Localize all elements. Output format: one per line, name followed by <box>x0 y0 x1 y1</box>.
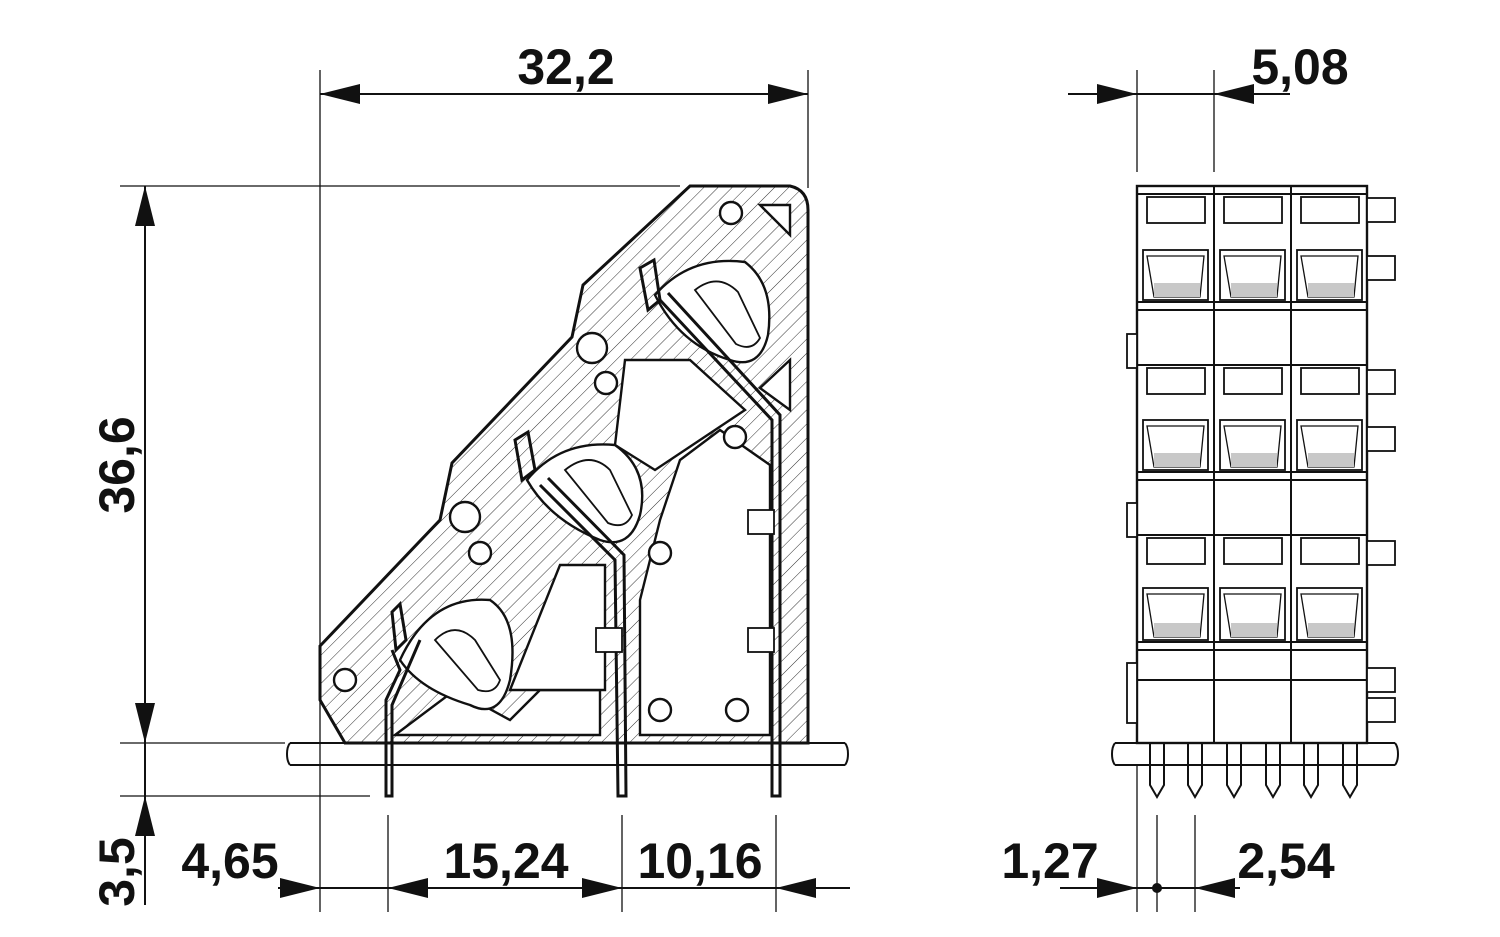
pcb-outline <box>286 742 849 766</box>
contact-face <box>1231 453 1277 467</box>
hole <box>448 500 482 534</box>
latch <box>1366 255 1396 281</box>
latch <box>1366 369 1396 395</box>
dim-label-side-offset: 1,27 <box>1001 833 1098 889</box>
side-view: 32,2 36,6 3,5 4,65 15,24 10,16 <box>89 39 850 912</box>
release-slot <box>1223 367 1283 395</box>
cavity-right-lower <box>638 428 772 737</box>
terminal-row-3 <box>1142 537 1363 641</box>
contact-tab-3 <box>595 627 623 653</box>
arrow-chain-4 <box>776 878 816 898</box>
release-slot <box>1146 367 1206 395</box>
latch <box>1366 197 1396 223</box>
arrow-pin-length <box>135 796 155 836</box>
latch <box>1126 502 1138 538</box>
pin <box>1149 743 1165 799</box>
contact-face <box>1231 623 1277 637</box>
arrow-width-left <box>320 84 360 104</box>
dim-label-first-pin-offset: 4,65 <box>181 833 278 889</box>
hole <box>575 331 609 365</box>
notch-top <box>757 203 792 238</box>
pin <box>1187 743 1203 799</box>
hole <box>593 370 619 396</box>
housing-holes <box>332 200 750 723</box>
contact-face <box>1154 453 1200 467</box>
pin <box>1265 743 1281 799</box>
arrow-chain-1 <box>280 878 320 898</box>
latch <box>1126 662 1138 724</box>
hole <box>467 540 493 566</box>
solder-pins <box>1149 743 1358 799</box>
hole <box>718 200 744 226</box>
release-clip-2 <box>513 429 537 483</box>
dim-label-overall-width: 32,2 <box>517 39 614 95</box>
dim-label-pitch: 5,08 <box>1251 39 1348 95</box>
conductor-bar-1 <box>384 639 422 798</box>
pin <box>1303 743 1319 799</box>
terminal-row-1 <box>1142 196 1363 301</box>
side-latches <box>1126 197 1396 724</box>
contact-face <box>1308 453 1354 467</box>
release-slot <box>1300 367 1360 395</box>
arrow-side-right <box>1195 878 1235 898</box>
pin <box>1342 743 1358 799</box>
release-slot <box>1146 196 1206 224</box>
contact-face <box>1154 623 1200 637</box>
dim-dot <box>1152 883 1162 893</box>
contact-face <box>1308 623 1354 637</box>
hole <box>722 424 748 450</box>
arrow-chain-2 <box>388 878 428 898</box>
wire-entry-1 <box>433 629 501 693</box>
contact-tab-1 <box>747 509 775 535</box>
arrow-side-left <box>1097 878 1137 898</box>
hole <box>647 540 673 566</box>
conductor-bar-3 <box>658 291 782 798</box>
latch <box>1366 426 1396 452</box>
contact-tab-2 <box>747 627 775 653</box>
dim-label-overall-height: 36,6 <box>89 416 145 513</box>
wire-entry-3 <box>693 280 762 348</box>
hole <box>332 667 358 693</box>
contact-face <box>1231 283 1277 297</box>
contact-face <box>1308 283 1354 297</box>
latch <box>1366 697 1396 723</box>
release-slot <box>1223 537 1283 565</box>
dim-label-pin-length: 3,5 <box>89 837 145 907</box>
release-slot <box>1146 537 1206 565</box>
hole <box>724 697 750 723</box>
wire-entry-2 <box>563 459 633 527</box>
pin <box>1226 743 1242 799</box>
notch-right <box>758 357 792 413</box>
arrow-width-right <box>768 84 808 104</box>
cavity-lower-2 <box>508 563 607 692</box>
arrow-pitch-right <box>1214 84 1254 104</box>
dim-label-side-spacing: 2,54 <box>1237 833 1335 889</box>
release-slot <box>1223 196 1283 224</box>
arrow-pitch-left <box>1097 84 1137 104</box>
hole <box>647 697 673 723</box>
arrow-height-top <box>135 186 155 226</box>
arrow-height-bottom <box>135 703 155 743</box>
conductor-bar-2 <box>538 476 628 798</box>
terminal-row-2 <box>1142 367 1363 471</box>
arrow-chain-3 <box>582 878 622 898</box>
latch <box>1366 667 1396 693</box>
latch <box>1126 333 1138 369</box>
release-clip-1 <box>390 600 408 654</box>
contact-face <box>1154 283 1200 297</box>
release-slot <box>1300 537 1360 565</box>
latch <box>1366 540 1396 566</box>
front-view: 5,08 <box>1001 39 1399 912</box>
release-slot <box>1300 196 1360 224</box>
pcb-outline-front <box>1111 742 1399 766</box>
dim-label-pin-spacing-a: 15,24 <box>443 833 568 889</box>
dim-label-pin-spacing-b: 10,16 <box>637 833 762 889</box>
